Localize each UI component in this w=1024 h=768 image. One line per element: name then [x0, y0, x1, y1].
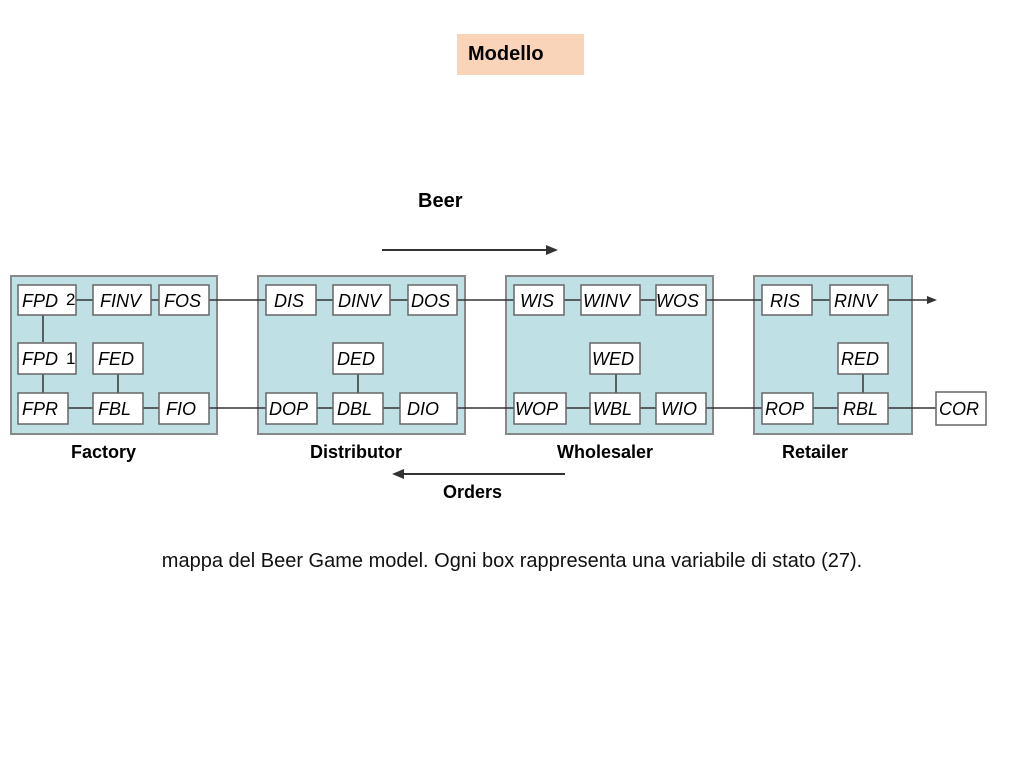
retailer-connectors: [812, 299, 864, 409]
orders-flow-label: Orders: [443, 482, 502, 502]
stage-label-distributor: Distributor: [310, 442, 402, 462]
svg-text:RIS: RIS: [770, 291, 800, 311]
stage-label-factory: Factory: [71, 442, 136, 462]
var-box-ded: DED: [332, 342, 384, 375]
var-box-fed: FED: [92, 342, 144, 375]
var-box-winv: WINV: [580, 284, 641, 316]
var-box-wop: WOP: [513, 392, 567, 425]
marker-2: 2: [66, 290, 75, 309]
svg-text:RINV: RINV: [834, 291, 879, 311]
var-box-wos: WOS: [655, 284, 707, 316]
var-box-dbl: DBL: [332, 392, 384, 425]
svg-text:ROP: ROP: [765, 399, 804, 419]
stage-label-wholesaler: Wholesaler: [557, 442, 653, 462]
svg-text:RED: RED: [841, 349, 879, 369]
svg-text:DED: DED: [337, 349, 375, 369]
svg-text:FINV: FINV: [100, 291, 143, 311]
var-box-fbl: FBL: [92, 392, 144, 425]
beer-flow-label: Beer: [418, 190, 463, 212]
beer-flow-arrow: [382, 245, 558, 255]
svg-text:FPD: FPD: [22, 349, 58, 369]
var-box-red: RED: [837, 342, 889, 375]
svg-text:DINV: DINV: [338, 291, 383, 311]
var-box-rop: ROP: [761, 392, 814, 425]
var-box-dio: DIO: [399, 392, 458, 425]
factory-connectors: [42, 299, 159, 409]
svg-text:FBL: FBL: [98, 399, 131, 419]
svg-text:WOP: WOP: [515, 399, 558, 419]
var-box-finv: FINV: [92, 284, 152, 316]
var-box-dinv: DINV: [332, 284, 391, 316]
svg-text:WOS: WOS: [656, 291, 699, 311]
var-box-fpd2: FPD 2: [17, 284, 77, 316]
svg-text:DBL: DBL: [337, 399, 372, 419]
wholesaler-connectors: [564, 299, 656, 409]
svg-text:RBL: RBL: [843, 399, 878, 419]
var-box-fos: FOS: [158, 284, 210, 316]
marker-1: 1: [66, 349, 75, 368]
svg-text:WINV: WINV: [583, 291, 632, 311]
var-box-fpd1: FPD 1: [17, 342, 77, 375]
svg-text:WIS: WIS: [520, 291, 554, 311]
var-box-wbl: WBL: [589, 392, 641, 425]
retailer-boxes: RIS RINV RED ROP RBL: [761, 284, 889, 425]
slide-caption: mappa del Beer Game model. Ogni box rapp…: [161, 550, 863, 572]
var-box-fio: FIO: [158, 392, 210, 425]
var-box-dop: DOP: [265, 392, 318, 425]
var-box-fpr: FPR: [17, 392, 69, 425]
var-box-rinv: RINV: [829, 284, 889, 316]
svg-text:WED: WED: [592, 349, 634, 369]
svg-text:FOS: FOS: [164, 291, 201, 311]
distributor-connectors: [316, 299, 408, 409]
svg-text:FED: FED: [98, 349, 134, 369]
distributor-boxes: DIS DINV DOS DED DOP DBL DIO: [265, 284, 458, 425]
factory-boxes: FPD 2 FINV FOS FPD 1 FED FPR FBL: [17, 284, 210, 425]
var-box-rbl: RBL: [837, 392, 889, 425]
var-box-wed: WED: [589, 342, 641, 375]
svg-text:WBL: WBL: [593, 399, 632, 419]
svg-text:DIS: DIS: [274, 291, 304, 311]
var-box-cor: COR: [935, 391, 987, 426]
svg-text:DIO: DIO: [407, 399, 439, 419]
wholesaler-boxes: WIS WINV WOS WED WOP WBL WIO: [513, 284, 707, 425]
svg-text:DOP: DOP: [269, 399, 308, 419]
var-box-dis: DIS: [265, 284, 317, 316]
var-box-wio: WIO: [655, 392, 707, 425]
svg-text:COR: COR: [939, 399, 979, 419]
stage-label-retailer: Retailer: [782, 442, 848, 462]
svg-text:FIO: FIO: [166, 399, 196, 419]
var-box-wis: WIS: [513, 284, 565, 316]
svg-text:WIO: WIO: [661, 399, 697, 419]
svg-text:DOS: DOS: [411, 291, 450, 311]
stage-connectors: [209, 296, 937, 409]
slide-title: Modello: [457, 34, 584, 75]
var-box-dos: DOS: [407, 284, 458, 316]
orders-flow-arrow: [392, 469, 565, 479]
var-box-ris: RIS: [761, 284, 813, 316]
svg-text:FPD: FPD: [22, 291, 58, 311]
svg-text:FPR: FPR: [22, 399, 58, 419]
